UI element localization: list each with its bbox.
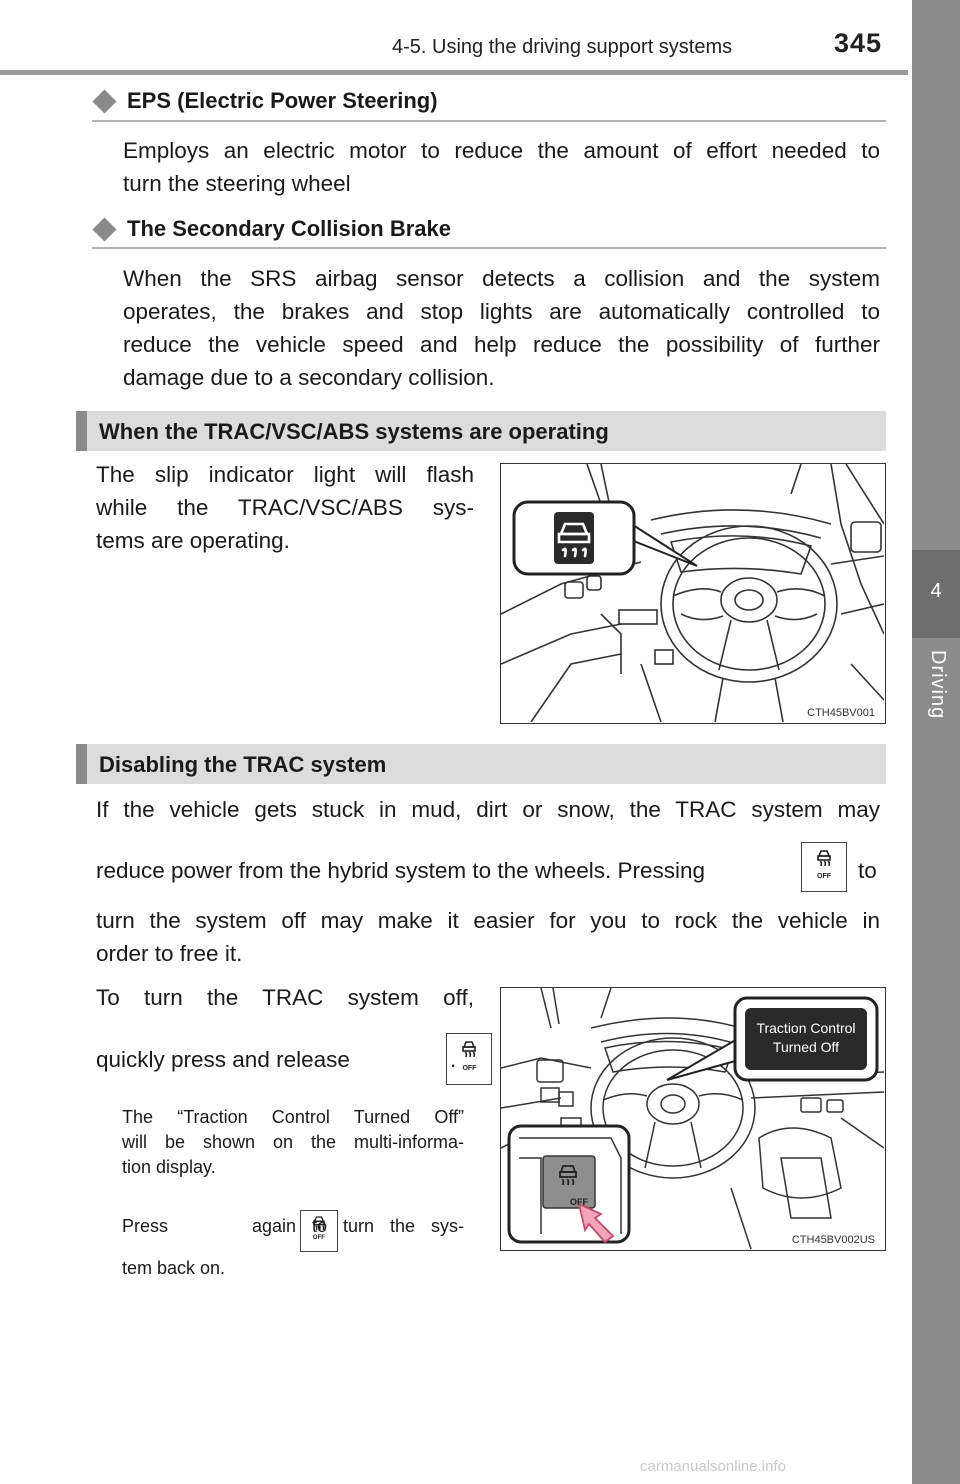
turn-off-line-2: quickly press and release: [96, 1047, 350, 1072]
eps-heading-text: EPS (Electric Power Steering): [127, 88, 438, 113]
note-line-3: tion display.: [122, 1157, 216, 1177]
header-rule: [0, 70, 908, 75]
display-message-line-2: Turned Off: [772, 1039, 840, 1055]
secondary-brake-heading-rule: [92, 247, 886, 249]
turn-off-line-1: To turn the TRAC system off,: [96, 985, 474, 1010]
trac-off-button-icon: OFF: [801, 842, 847, 892]
secondary-brake-line-3: reduce the vehicle speed and help reduce…: [123, 332, 880, 357]
off-label: OFF: [462, 1065, 477, 1072]
trac-off-dashboard-illustration: [501, 988, 885, 1250]
watermark: carmanualsonline.info: [640, 1458, 786, 1475]
disabling-line-4: order to free it.: [96, 941, 243, 966]
page-number: 345: [834, 28, 883, 58]
disabling-trac-heading: Disabling the TRAC system: [99, 752, 387, 777]
secondary-brake-line-1: When the SRS airbag sensor detects a col…: [123, 266, 880, 291]
skid-car-icon: [313, 1216, 325, 1230]
chapter-name: Driving: [927, 650, 949, 720]
off-label: OFF: [570, 1197, 588, 1207]
trac-off-button-icon: OFF: [446, 1033, 493, 1085]
side-tab-highlight: [912, 550, 960, 638]
turn-off-period: .: [450, 1047, 457, 1072]
secondary-brake-line-4: damage due to a secondary collision.: [123, 365, 495, 390]
eps-line-1: Employs an electric motor to reduce the …: [123, 138, 880, 163]
eps-heading-rule: [92, 120, 886, 122]
secondary-brake-heading: The Secondary Collision Brake: [92, 216, 451, 242]
side-tab-lower: [912, 638, 960, 1484]
eps-line-2: turn the steering wheel: [123, 171, 351, 196]
display-message-line-1: Traction Control: [756, 1020, 856, 1036]
trac-operating-section-bar: When the TRAC/VSC/ABS systems are operat…: [76, 411, 886, 451]
note-line-2: will be shown on the multi-informa-: [122, 1132, 464, 1152]
disabling-line-3: turn the system off may make it easier f…: [96, 908, 880, 933]
note-line-1: The “Traction Control Turned Off”: [122, 1107, 464, 1127]
disabling-trac-section-bar: Disabling the TRAC system: [76, 744, 886, 784]
trac-off-button-icon: OFF: [299, 1210, 338, 1252]
diamond-bullet-icon: [92, 88, 117, 114]
skid-car-icon: [462, 1041, 477, 1058]
dashboard-illustration: [501, 464, 885, 723]
trac-operating-line-3: tems are operating.: [96, 528, 290, 553]
off-label: OFF: [312, 1235, 325, 1241]
diamond-bullet-icon: [92, 216, 117, 242]
off-label: OFF: [817, 873, 831, 880]
dashboard-slip-indicator-figure: CTH45BV001: [500, 463, 886, 724]
trac-operating-line-2: while the TRAC/VSC/ABS sys-: [96, 495, 474, 520]
trac-operating-heading: When the TRAC/VSC/ABS systems are operat…: [99, 419, 609, 444]
trac-operating-line-1: The slip indicator light will flash: [96, 462, 474, 487]
section-title: 4-5. Using the driving support systems: [392, 36, 733, 58]
chapter-number: 4: [930, 580, 942, 602]
eps-heading: EPS (Electric Power Steering): [92, 88, 438, 114]
disabling-line-2-start: reduce power from the hybrid system to t…: [96, 858, 706, 883]
trac-off-button-figure: Traction Control Turned Off OFF CTH45BV0…: [500, 987, 886, 1251]
disabling-line-2-end: to: [858, 858, 877, 883]
press-again-end: again to turn the sys-: [252, 1216, 464, 1236]
press-again-line-2: tem back on.: [122, 1258, 226, 1278]
chapter-side-tab: 4 Driving: [912, 0, 960, 1484]
disabling-line-1: If the vehicle gets stuck in mud, dirt o…: [96, 797, 880, 822]
secondary-brake-line-2: operates, the brakes and stop lights are…: [123, 299, 880, 324]
skid-car-icon: [817, 850, 831, 867]
press-again-start: Press: [122, 1216, 169, 1236]
figure-code: CTH45BV002US: [789, 1234, 877, 1246]
side-tab-upper: [912, 0, 960, 550]
figure-code: CTH45BV001: [805, 707, 877, 719]
secondary-brake-heading-text: The Secondary Collision Brake: [127, 216, 451, 241]
